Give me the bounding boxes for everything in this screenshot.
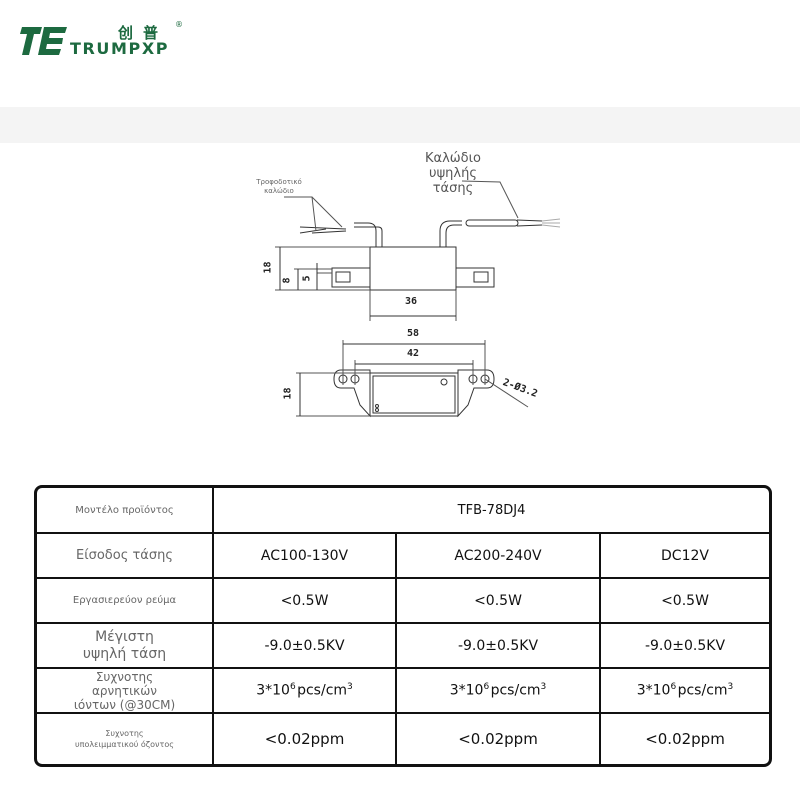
row-label: Εργασιερεύον ρεύμα (37, 577, 214, 624)
dimension-drawing: Καλώδιο υψηλής τάσης Τροφοδοτικό καλώδιο… (230, 145, 570, 430)
section-divider-band (0, 107, 800, 143)
brand-logo: 创普 ® TRUMPXP (20, 20, 190, 60)
cell-value: <0.5W (212, 577, 397, 624)
table-row-input-voltage: Είσοδος τάσης AC100-130V AC200-240V DC12… (37, 532, 769, 579)
cell-value: 3*106 pcs/cm3 (599, 667, 769, 714)
registered-mark: ® (175, 20, 183, 29)
model-value: TFB-78DJ4 (212, 488, 769, 534)
cell-value: DC12V (599, 532, 769, 579)
row-label: Μοντέλο προϊόντος (37, 488, 214, 534)
brand-name-cn: 创普 (118, 24, 169, 42)
row-label: Συχνοτης αρνητικών ιόντων (@30CM) (37, 667, 214, 714)
cell-value: AC100-130V (212, 532, 397, 579)
cell-value: -9.0±0.5KV (395, 622, 601, 669)
table-row-max-high-voltage: Μέγιστη υψηλή τάση -9.0±0.5KV -9.0±0.5KV… (37, 622, 769, 669)
row-label: Συχνοτης υπολειμματικού όζοντος (37, 712, 214, 764)
table-row-ion-concentration: Συχνοτης αρνητικών ιόντων (@30CM) 3*106 … (37, 667, 769, 714)
dim-side-height: 18 (262, 261, 274, 274)
cell-value: AC200-240V (395, 532, 601, 579)
hv-lead (439, 220, 462, 247)
row-label: Μέγιστη υψηλή τάση (37, 622, 214, 669)
brand-name-en: TRUMPXP (70, 39, 170, 58)
drawing-lines (275, 180, 561, 418)
dim-top-overall-width: 58 (407, 328, 420, 339)
high-voltage-cable-label: Καλώδιο υψηλής τάσης (425, 151, 481, 196)
dim-side-body-width: 36 (405, 296, 418, 307)
cell-value: <0.02ppm (395, 712, 601, 764)
cell-value: -9.0±0.5KV (599, 622, 769, 669)
table-row-residual-ozone: Συχνοτης υπολειμματικού όζοντος <0.02ppm… (37, 712, 769, 764)
row-label: Είσοδος τάσης (37, 532, 214, 579)
power-cable-label: Τροφοδοτικό καλώδιο (256, 178, 302, 195)
side-view-body (369, 246, 457, 291)
cell-value: -9.0±0.5KV (212, 622, 397, 669)
cell-value: 3*106 pcs/cm3 (395, 667, 601, 714)
te-logo-icon (20, 27, 67, 55)
dim-side-mount-height: 8 (281, 277, 293, 284)
cell-value: <0.5W (599, 577, 769, 624)
cell-value: <0.02ppm (212, 712, 397, 764)
table-row-model: Μοντέλο προϊόντος TFB-78DJ4 (37, 488, 769, 534)
power-lead (354, 222, 377, 247)
cell-value: <0.5W (395, 577, 601, 624)
cell-value: <0.02ppm (599, 712, 769, 764)
table-row-power: Εργασιερεύον ρεύμα <0.5W <0.5W <0.5W (37, 577, 769, 624)
spec-table: Μοντέλο προϊόντος TFB-78DJ4 Είσοδος τάση… (34, 485, 772, 767)
dim-top-hole-spacing: 42 (407, 348, 420, 359)
dim-top-height: 18 (282, 387, 294, 400)
cell-value: 3*106 pcs/cm3 (212, 667, 397, 714)
dim-side-tab-height: 5 (301, 275, 313, 282)
